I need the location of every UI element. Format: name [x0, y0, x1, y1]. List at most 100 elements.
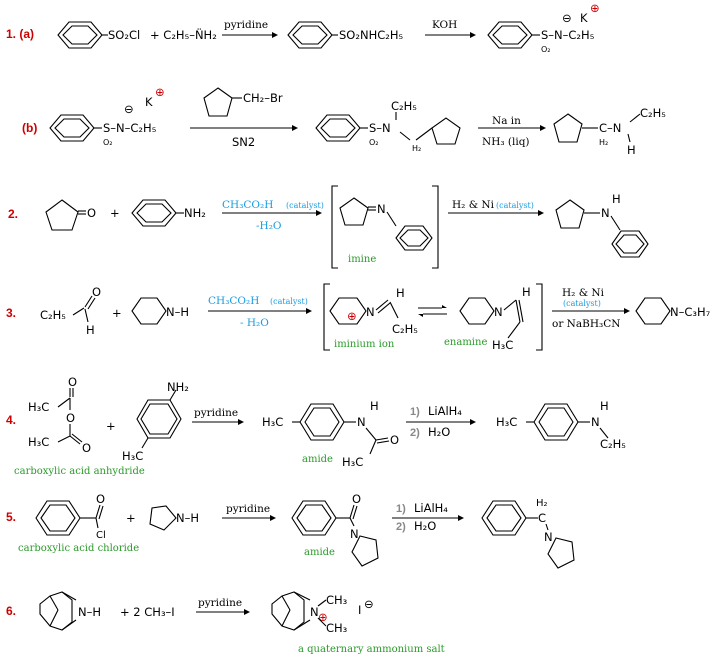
- amine-nitrogen: N: [591, 415, 600, 429]
- plus-sign: +: [112, 306, 122, 320]
- carbonyl-oxygen: O: [87, 206, 96, 220]
- step-reagent: H₂O: [428, 425, 450, 439]
- bridging-oxygen: O: [66, 411, 75, 425]
- sulfonamide-group: SO₂NHC₂H₅: [339, 28, 403, 42]
- benzene-ring: [136, 399, 182, 439]
- ethyl-group: C₂H₅: [392, 322, 418, 336]
- arrow-condition-sn2: SN2: [232, 135, 255, 149]
- cyclopentane-ring: [555, 199, 585, 229]
- carbonyl-oxygen: O: [82, 441, 91, 455]
- reaction-label-1a: 1. (a): [6, 27, 34, 41]
- piperidinium-ring: [329, 297, 367, 325]
- plus-sign: +: [110, 206, 120, 220]
- methyl-group: H₃C: [28, 400, 49, 414]
- anhydride-label: carboxylic acid anhydride: [14, 466, 145, 477]
- aldehyde-hydrogen: H: [86, 323, 95, 337]
- ethyl-group: C₂H₅: [391, 99, 417, 113]
- reaction-label-2: 2.: [8, 207, 18, 221]
- enamine-label: enamine: [444, 337, 487, 348]
- amino-group: NH₂: [167, 380, 189, 394]
- amine-hydrogen: H: [627, 143, 636, 157]
- methylene-h2: H₂: [599, 138, 608, 147]
- sulfonyl-chloride-group: SO₂Cl: [108, 28, 140, 42]
- potassium-counterion: K: [145, 95, 153, 109]
- positive-charge: ⊕: [155, 85, 165, 99]
- ammonium-salt-label: a quaternary ammonium salt: [298, 644, 445, 655]
- step-number: 2): [410, 427, 420, 439]
- step-reagent: LiAlH₄: [428, 404, 462, 418]
- cyclopentanone-ring: [45, 199, 79, 231]
- cyclopentylidene-ring: [339, 197, 369, 226]
- arrow-condition-acetic-acid: CH₃CO₂H: [222, 199, 273, 211]
- carbonyl-oxygen: O: [390, 433, 399, 447]
- amine-nitrogen: N: [601, 206, 610, 220]
- arrow-condition-sodium: Na in: [492, 115, 521, 127]
- piperidine-ring: [459, 297, 495, 325]
- step-number: 1): [410, 406, 420, 418]
- arrow-condition-water-loss: -H₂O: [256, 220, 282, 232]
- sulfonamide-group: S–N: [369, 121, 391, 135]
- phenyl-ring: [611, 230, 649, 258]
- plus-sign: +: [126, 511, 136, 525]
- amine-hydrogen: H: [600, 399, 609, 413]
- bicyclic-amine: [39, 591, 77, 631]
- negative-charge: ⊖: [562, 11, 572, 25]
- amino-group: NH₂: [184, 206, 206, 220]
- phenyl-ring: [395, 225, 433, 251]
- arrow-condition-hydrogen: H₂ & Ni: [562, 287, 605, 299]
- carbonyl-oxygen: O: [68, 375, 77, 389]
- piperidine-ring: [635, 297, 671, 325]
- pyrrolidine-ring: [547, 537, 575, 569]
- quaternary-nitrogen: N: [310, 605, 319, 619]
- methylene-carbon: C: [538, 511, 546, 525]
- methylene-amine-group: C–N: [599, 121, 621, 135]
- step-number: 1): [396, 503, 406, 515]
- arrow-condition-pyridine: pyridine: [224, 19, 268, 31]
- reaction-label-4: 4.: [6, 413, 16, 427]
- methyl-group: H₃C: [342, 455, 363, 469]
- positive-charge: ⊕: [318, 610, 328, 624]
- arrow-condition-water-loss: - H₂O: [240, 317, 269, 329]
- pyrrolidine-nh: N–H: [176, 511, 199, 525]
- enamine-hydrogen: H: [522, 285, 531, 299]
- step-reagent: H₂O: [414, 519, 436, 533]
- ethyl-group: C₂H₅: [600, 437, 626, 451]
- cyclopentane-ring: [431, 117, 461, 145]
- step-reagent: LiAlH₄: [414, 501, 448, 515]
- imine-label: imine: [348, 254, 376, 265]
- bicyclic-ammonium: [271, 591, 311, 631]
- methyl-group: CH₃: [326, 621, 348, 635]
- benzene-ring: [487, 21, 533, 49]
- acid-chloride-label: carboxylic acid chloride: [18, 543, 139, 554]
- methylene-h2: H₂: [536, 498, 548, 509]
- aldehyde-oxygen: O: [92, 285, 101, 299]
- reaction-label-6: 6.: [6, 604, 16, 618]
- benzene-ring: [49, 114, 95, 142]
- methyl-group: H₃C: [122, 449, 143, 463]
- arrow-condition-borohydride: or NaBH₃CN: [552, 318, 620, 330]
- amide-nitrogen: N: [357, 415, 366, 429]
- arrow-condition-koh: KOH: [432, 19, 457, 31]
- sulfonyl-oxygens: O₂: [369, 138, 379, 147]
- methyl-group: H₃C: [28, 435, 49, 449]
- sulfonyl-oxygens: O₂: [103, 138, 113, 147]
- plus-sign: +: [106, 419, 116, 433]
- carbonyl-oxygen: O: [96, 492, 105, 506]
- piperidine-ring: [131, 297, 167, 325]
- step-number: 2): [396, 521, 406, 533]
- catalyst-note: (catalyst): [563, 299, 601, 308]
- positive-charge: ⊕: [347, 309, 357, 323]
- methylene-h2: H₂: [412, 144, 421, 153]
- benzene-ring: [57, 21, 103, 49]
- reaction-label-3: 3.: [6, 306, 16, 320]
- arrow-condition-acetic-acid: CH₃CO₂H: [208, 295, 259, 307]
- piperidine-nh: N–H: [166, 305, 189, 319]
- cyclopentane-ring: [553, 113, 583, 143]
- amide-nitrogen: N: [350, 527, 359, 541]
- reaction-3: 3. C₂H₅ O H + N–H CH₃CO₂H (catalyst) - H…: [6, 283, 711, 352]
- methyl-group: H₃C: [496, 415, 517, 429]
- arrow-condition-ammonia: NH₃ (liq): [482, 136, 530, 148]
- positive-charge: ⊕: [590, 1, 600, 15]
- cyclopentane-ring: [203, 87, 233, 117]
